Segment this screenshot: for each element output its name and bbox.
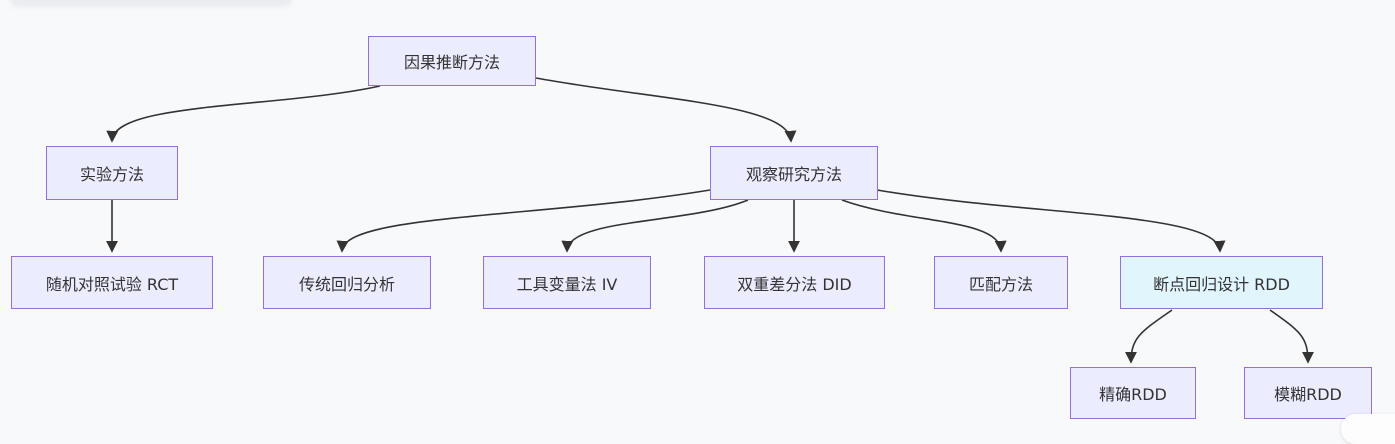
flowchart-canvas: 因果推断方法 实验方法 观察研究方法 随机对照试验 RCT 传统回归分析 工具变… [10, 0, 1372, 419]
edge-rdd-sharp [1125, 309, 1173, 364]
top-left-smudge [10, 0, 292, 7]
edge-root-observational [535, 77, 797, 143]
node-causal-inference: 因果推断方法 [368, 36, 536, 86]
node-observational: 观察研究方法 [710, 146, 878, 200]
node-experimental: 实验方法 [46, 146, 178, 200]
node-did: 双重差分法 DID [704, 256, 885, 309]
node-iv: 工具变量法 IV [483, 256, 651, 309]
node-matching: 匹配方法 [934, 256, 1068, 309]
edge-observational-iv [561, 199, 749, 253]
edge-observational-rdd [876, 189, 1226, 253]
edge-root-experimental [106, 85, 381, 143]
node-rct: 随机对照试验 RCT [11, 256, 213, 309]
edges-layer [106, 77, 1314, 364]
node-sharp-rdd: 精确RDD [1070, 367, 1196, 419]
node-fuzzy-rdd: 模糊RDD [1244, 367, 1372, 419]
node-regression: 传统回归分析 [263, 256, 431, 309]
edge-observational-regression [336, 189, 711, 253]
edge-observational-matching [841, 199, 1007, 253]
bottom-right-corner-shape [1341, 414, 1395, 444]
node-rdd: 断点回归设计 RDD [1120, 256, 1323, 309]
edge-rdd-fuzzy [1269, 309, 1314, 364]
